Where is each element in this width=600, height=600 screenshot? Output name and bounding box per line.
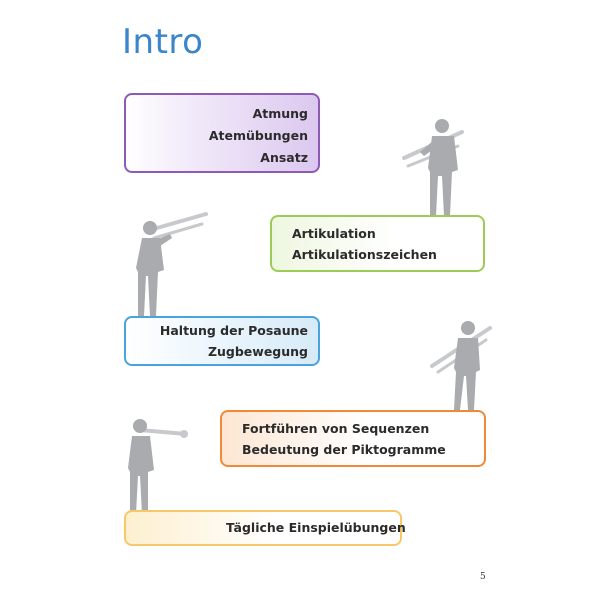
section-atmung: Atmung Atemübungen Ansatz [124, 93, 320, 173]
page-number: 5 [480, 572, 486, 582]
trombone-player-silhouette-icon [136, 212, 208, 316]
section-line: Atmung [252, 106, 308, 121]
section-line: Haltung der Posaune [159, 323, 308, 338]
section-sequenzen: Fortführen von Sequenzen Bedeutung der P… [220, 410, 486, 467]
section-line: Atemübungen [208, 128, 308, 143]
section-line: Ansatz [260, 150, 308, 165]
section-line: Artikulation [292, 226, 376, 241]
section-einspiel: Tägliche Einspielübungen [124, 510, 406, 546]
section-line: Artikulationszeichen [292, 247, 437, 262]
trombone-player-silhouette-icon [128, 419, 188, 514]
section-haltung: Haltung der Posaune Zugbewegung [124, 316, 320, 366]
section-line: Fortführen von Sequenzen [242, 421, 430, 436]
section-line: Bedeutung der Piktogramme [242, 442, 446, 457]
section-artikulation: Artikulation Artikulationszeichen [270, 215, 485, 272]
section-line: Zugbewegung [207, 344, 308, 359]
page-title: Intro [122, 22, 204, 62]
trombone-player-silhouette-icon [430, 321, 492, 410]
section-line: Tägliche Einspielübungen [226, 520, 406, 535]
trombone-player-silhouette-icon [402, 119, 464, 216]
